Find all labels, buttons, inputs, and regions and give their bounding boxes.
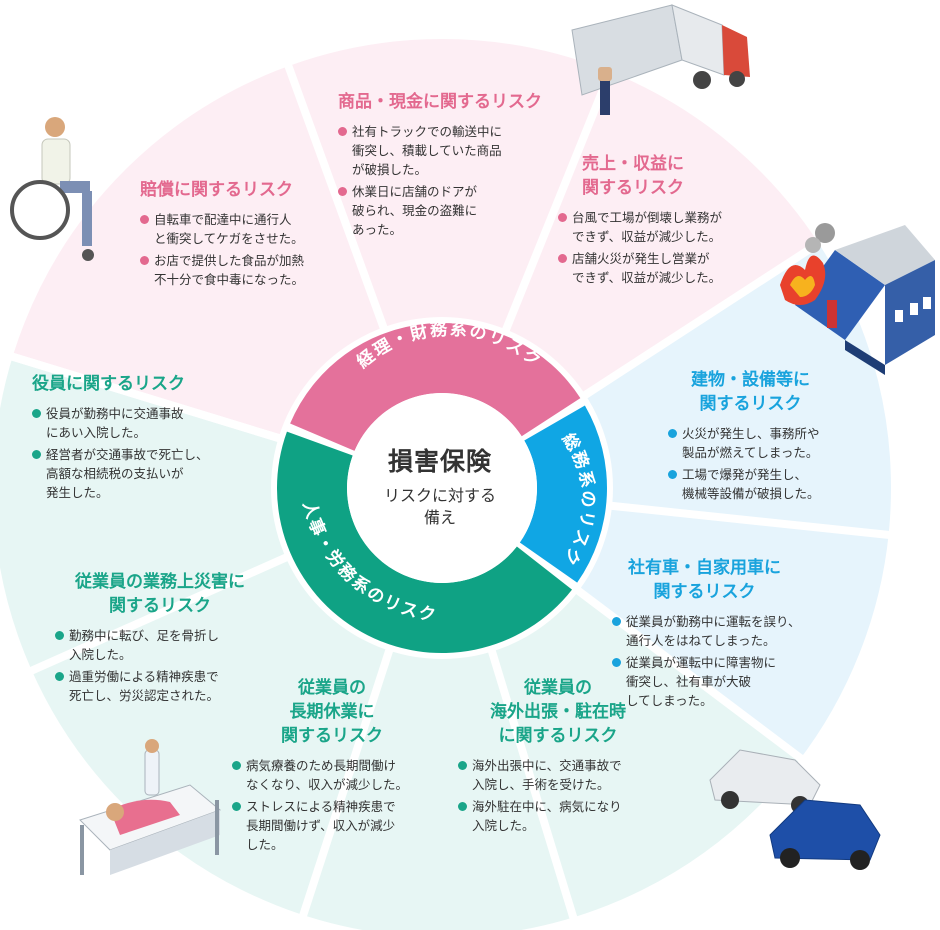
segment-vehicle: 社有車・自家用車に 関するリスク 従業員が勤務中に運転を誤り、 通行人をはねてし… xyxy=(612,556,857,713)
list-item: 病気療養のため長期間働け なくなり、収入が減少した。 xyxy=(232,756,442,794)
list-item: 工場で爆発が発生し、 機械等設備が破損した。 xyxy=(668,465,868,503)
sector-general xyxy=(442,242,892,759)
list-item: 過重労働による精神疾患で 死亡し、労災認定された。 xyxy=(55,667,285,705)
wheelchair-illustration xyxy=(10,117,94,261)
ring-hr xyxy=(276,431,573,653)
ring-finance xyxy=(290,323,581,451)
sector-divider xyxy=(500,69,615,337)
center-title: 損害保険 xyxy=(387,447,492,476)
segment-title: 役員に関するリスク xyxy=(32,374,185,394)
sector-divider xyxy=(29,551,293,675)
segment-product-cash: 商品・現金に関するリスク 社有トラックでの輸送中に 衝突し、積載していた商品 が… xyxy=(338,90,568,242)
sector-divider xyxy=(10,352,286,444)
hospital-bed-illustration xyxy=(79,739,221,875)
segment-overseas: 従業員の 海外出張・駐在時 に関するリスク 海外出張中に、交通事故で 入院し、手… xyxy=(458,676,668,838)
list-item: 台風で工場が倒壊し業務が できず、収益が減少した。 xyxy=(558,208,758,246)
burning-house-illustration xyxy=(780,223,935,375)
list-item: 勤務中に転び、足を骨折し 入院した。 xyxy=(55,626,285,664)
list-item: 休業日に店舗のドアが 破られ、現金の盗難に あった。 xyxy=(338,182,568,239)
sector-divider xyxy=(605,501,890,540)
segment-title: 従業員の 長期休業に 関するリスク xyxy=(281,678,383,746)
car-crash-illustration xyxy=(709,749,881,870)
segment-long-leave: 従業員の 長期休業に 関するリスク 病気療養のため長期間働け なくなり、収入が減… xyxy=(232,676,442,857)
sector-divider xyxy=(284,63,390,335)
list-item: 海外出張中に、交通事故で 入院し、手術を受けた。 xyxy=(458,756,668,794)
list-item: 火災が発生し、事務所や 製品が燃えてしまった。 xyxy=(668,424,868,462)
list-item: 経営者が交通事故で死亡し、 高額な相続税の支払いが 発生した。 xyxy=(32,445,272,502)
sector-divider xyxy=(578,239,822,402)
sector-finance xyxy=(11,37,820,488)
list-item: 役員が勤務中に交通事故 にあい入院した。 xyxy=(32,404,272,442)
segment-title: 賠償に関するリスク xyxy=(140,180,293,200)
segment-title: 建物・設備等に 関するリスク xyxy=(691,370,810,414)
wheel-border xyxy=(0,37,893,930)
segment-compensation: 賠償に関するリスク 自転車で配達中に通行人 と衝突してケガをさせた。 お店で提供… xyxy=(140,178,340,292)
segment-title: 従業員の 海外出張・駐在時 に関するリスク xyxy=(490,678,626,746)
segment-officer: 役員に関するリスク 役員が勤務中に交通事故 にあい入院した。 経営者が交通事故で… xyxy=(32,372,272,505)
segment-title: 従業員の業務上災害に 関するリスク xyxy=(75,572,245,616)
list-item: 海外駐在中に、病気になり 入院した。 xyxy=(458,797,668,835)
list-item: ストレスによる精神疾患で 長期間働けず、収入が減少 した。 xyxy=(232,797,442,854)
sector-dividers xyxy=(0,37,893,930)
list-item: 従業員が運転中に障害物に 衝突し、社有車が大破 してしまった。 xyxy=(612,653,857,710)
center-subtitle: リスクに対する 備え xyxy=(383,486,496,527)
list-item: 店舗火災が発生し営業が できず、収益が減少した。 xyxy=(558,249,758,287)
list-item: 従業員が勤務中に運転を誤り、 通行人をはねてしまった。 xyxy=(612,612,857,650)
list-item: 社有トラックでの輸送中に 衝突し、積載していた商品 が破損した。 xyxy=(338,122,568,179)
segment-building: 建物・設備等に 関するリスク 火災が発生し、事務所や 製品が燃えてしまった。 工… xyxy=(668,368,868,506)
segment-title: 商品・現金に関するリスク xyxy=(338,92,542,112)
segment-title: 売上・収益に 関するリスク xyxy=(582,154,684,198)
sector-divider xyxy=(299,643,395,918)
truck-illustration xyxy=(571,4,750,115)
list-item: お店で提供した食品が加熱 不十分で食中毒になった。 xyxy=(140,251,340,289)
segment-work-accident: 従業員の業務上災害に 関するリスク 勤務中に転び、足を骨折し 入院した。 過重労… xyxy=(55,570,285,708)
segment-sales-profit: 売上・収益に 関するリスク 台風で工場が倒壊し業務が できず、収益が減少した。 … xyxy=(558,152,758,290)
segment-title: 社有車・自家用車に 関するリスク xyxy=(628,558,781,602)
center-circle xyxy=(347,393,537,583)
sector-divider xyxy=(486,644,578,920)
sector-divider xyxy=(571,584,804,763)
list-item: 自転車で配達中に通行人 と衝突してケガをさせた。 xyxy=(140,210,340,248)
ring-general xyxy=(519,405,607,583)
